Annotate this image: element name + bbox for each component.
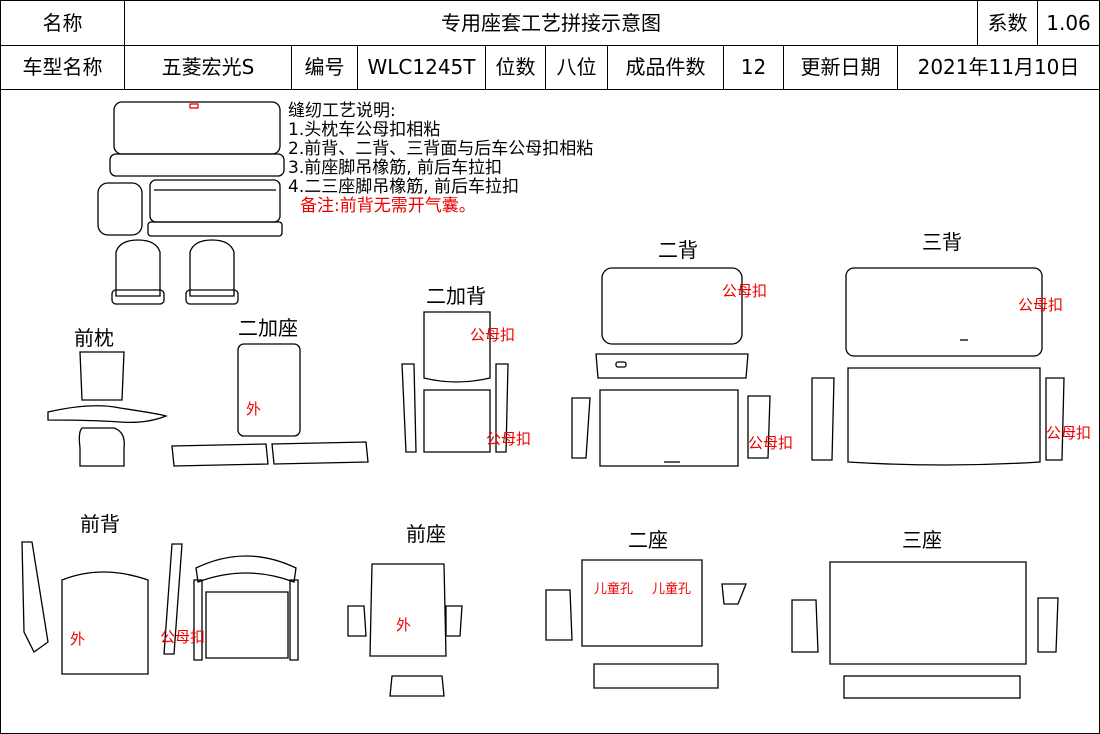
model-label: 车型名称 xyxy=(0,45,125,89)
doc-title: 专用座套工艺拼接示意图 xyxy=(125,1,978,45)
annotation-snap: 公母扣 xyxy=(722,282,768,300)
model-value: 五菱宏光S xyxy=(125,45,292,89)
coef-label: 系数 xyxy=(978,1,1038,45)
second-extra-back-pieces xyxy=(401,311,509,453)
second-extra-seat-pieces xyxy=(171,343,369,467)
third-back-pieces xyxy=(811,267,1065,466)
header-table: 名称 专用座套工艺拼接示意图 系数 1.06 车型名称 五菱宏光S 编号 WLC… xyxy=(0,0,1100,90)
front-headrest-pieces xyxy=(47,351,168,467)
pieces-label: 成品件数 xyxy=(608,45,724,89)
seats-label: 位数 xyxy=(486,45,546,89)
section-second-back: 二背 xyxy=(658,238,698,262)
section-second-extra-seat: 二加座 xyxy=(238,316,298,340)
notes-title: 缝纫工艺说明: xyxy=(288,101,396,121)
notes-item-3: 3.前座脚吊橡筋, 前后车拉扣 xyxy=(288,158,503,178)
section-second-seat: 二座 xyxy=(628,528,668,552)
annotation-snap: 公母扣 xyxy=(160,628,206,646)
annotation-outer: 外 xyxy=(70,630,86,648)
annotation-outer: 外 xyxy=(396,616,412,634)
front-seat-pieces xyxy=(347,563,463,697)
section-front-headrest: 前枕 xyxy=(74,326,114,350)
notes-item-4: 4.二三座脚吊橡筋, 前后车拉扣 xyxy=(288,177,520,197)
front-back-pieces xyxy=(21,541,299,675)
pieces-value: 12 xyxy=(724,45,784,89)
section-third-seat: 三座 xyxy=(902,528,942,552)
annotation-outer: 外 xyxy=(246,400,262,418)
annotation-snap: 公母扣 xyxy=(748,434,794,452)
second-seat-pieces xyxy=(545,559,747,689)
notes-item-1: 1.头枕车公母扣相粘 xyxy=(288,120,441,140)
annotation-child-hole: 儿童孔 xyxy=(652,582,692,597)
seats-value: 八位 xyxy=(546,45,608,89)
section-third-back: 三背 xyxy=(922,230,962,254)
annotation-snap: 公母扣 xyxy=(486,430,532,448)
sewing-notes: 缝纫工艺说明: 1.头枕车公母扣相粘 2.前背、二背、三背面与后车公母扣相粘 3… xyxy=(288,102,593,216)
notes-item-2: 2.前背、二背、三背面与后车公母扣相粘 xyxy=(288,139,594,159)
code-value: WLC1245T xyxy=(358,45,486,89)
annotation-snap: 公母扣 xyxy=(1046,424,1092,442)
seat-overview-figure xyxy=(97,101,285,305)
code-label: 编号 xyxy=(292,45,358,89)
annotation-snap: 公母扣 xyxy=(470,326,516,344)
third-seat-pieces xyxy=(791,561,1059,699)
section-front-back: 前背 xyxy=(80,512,120,536)
date-value: 2021年11月10日 xyxy=(898,45,1100,89)
annotation-snap: 公母扣 xyxy=(1018,296,1064,314)
section-second-extra-back: 二加背 xyxy=(426,284,486,308)
annotation-child-hole: 儿童孔 xyxy=(594,582,634,597)
section-front-seat: 前座 xyxy=(406,522,446,546)
notes-remark: 备注:前背无需开气囊。 xyxy=(300,196,476,216)
header-row-2: 车型名称 五菱宏光S 编号 WLC1245T 位数 八位 成品件数 12 更新日… xyxy=(0,45,1100,90)
date-label: 更新日期 xyxy=(784,45,898,89)
second-back-pieces xyxy=(571,267,771,467)
